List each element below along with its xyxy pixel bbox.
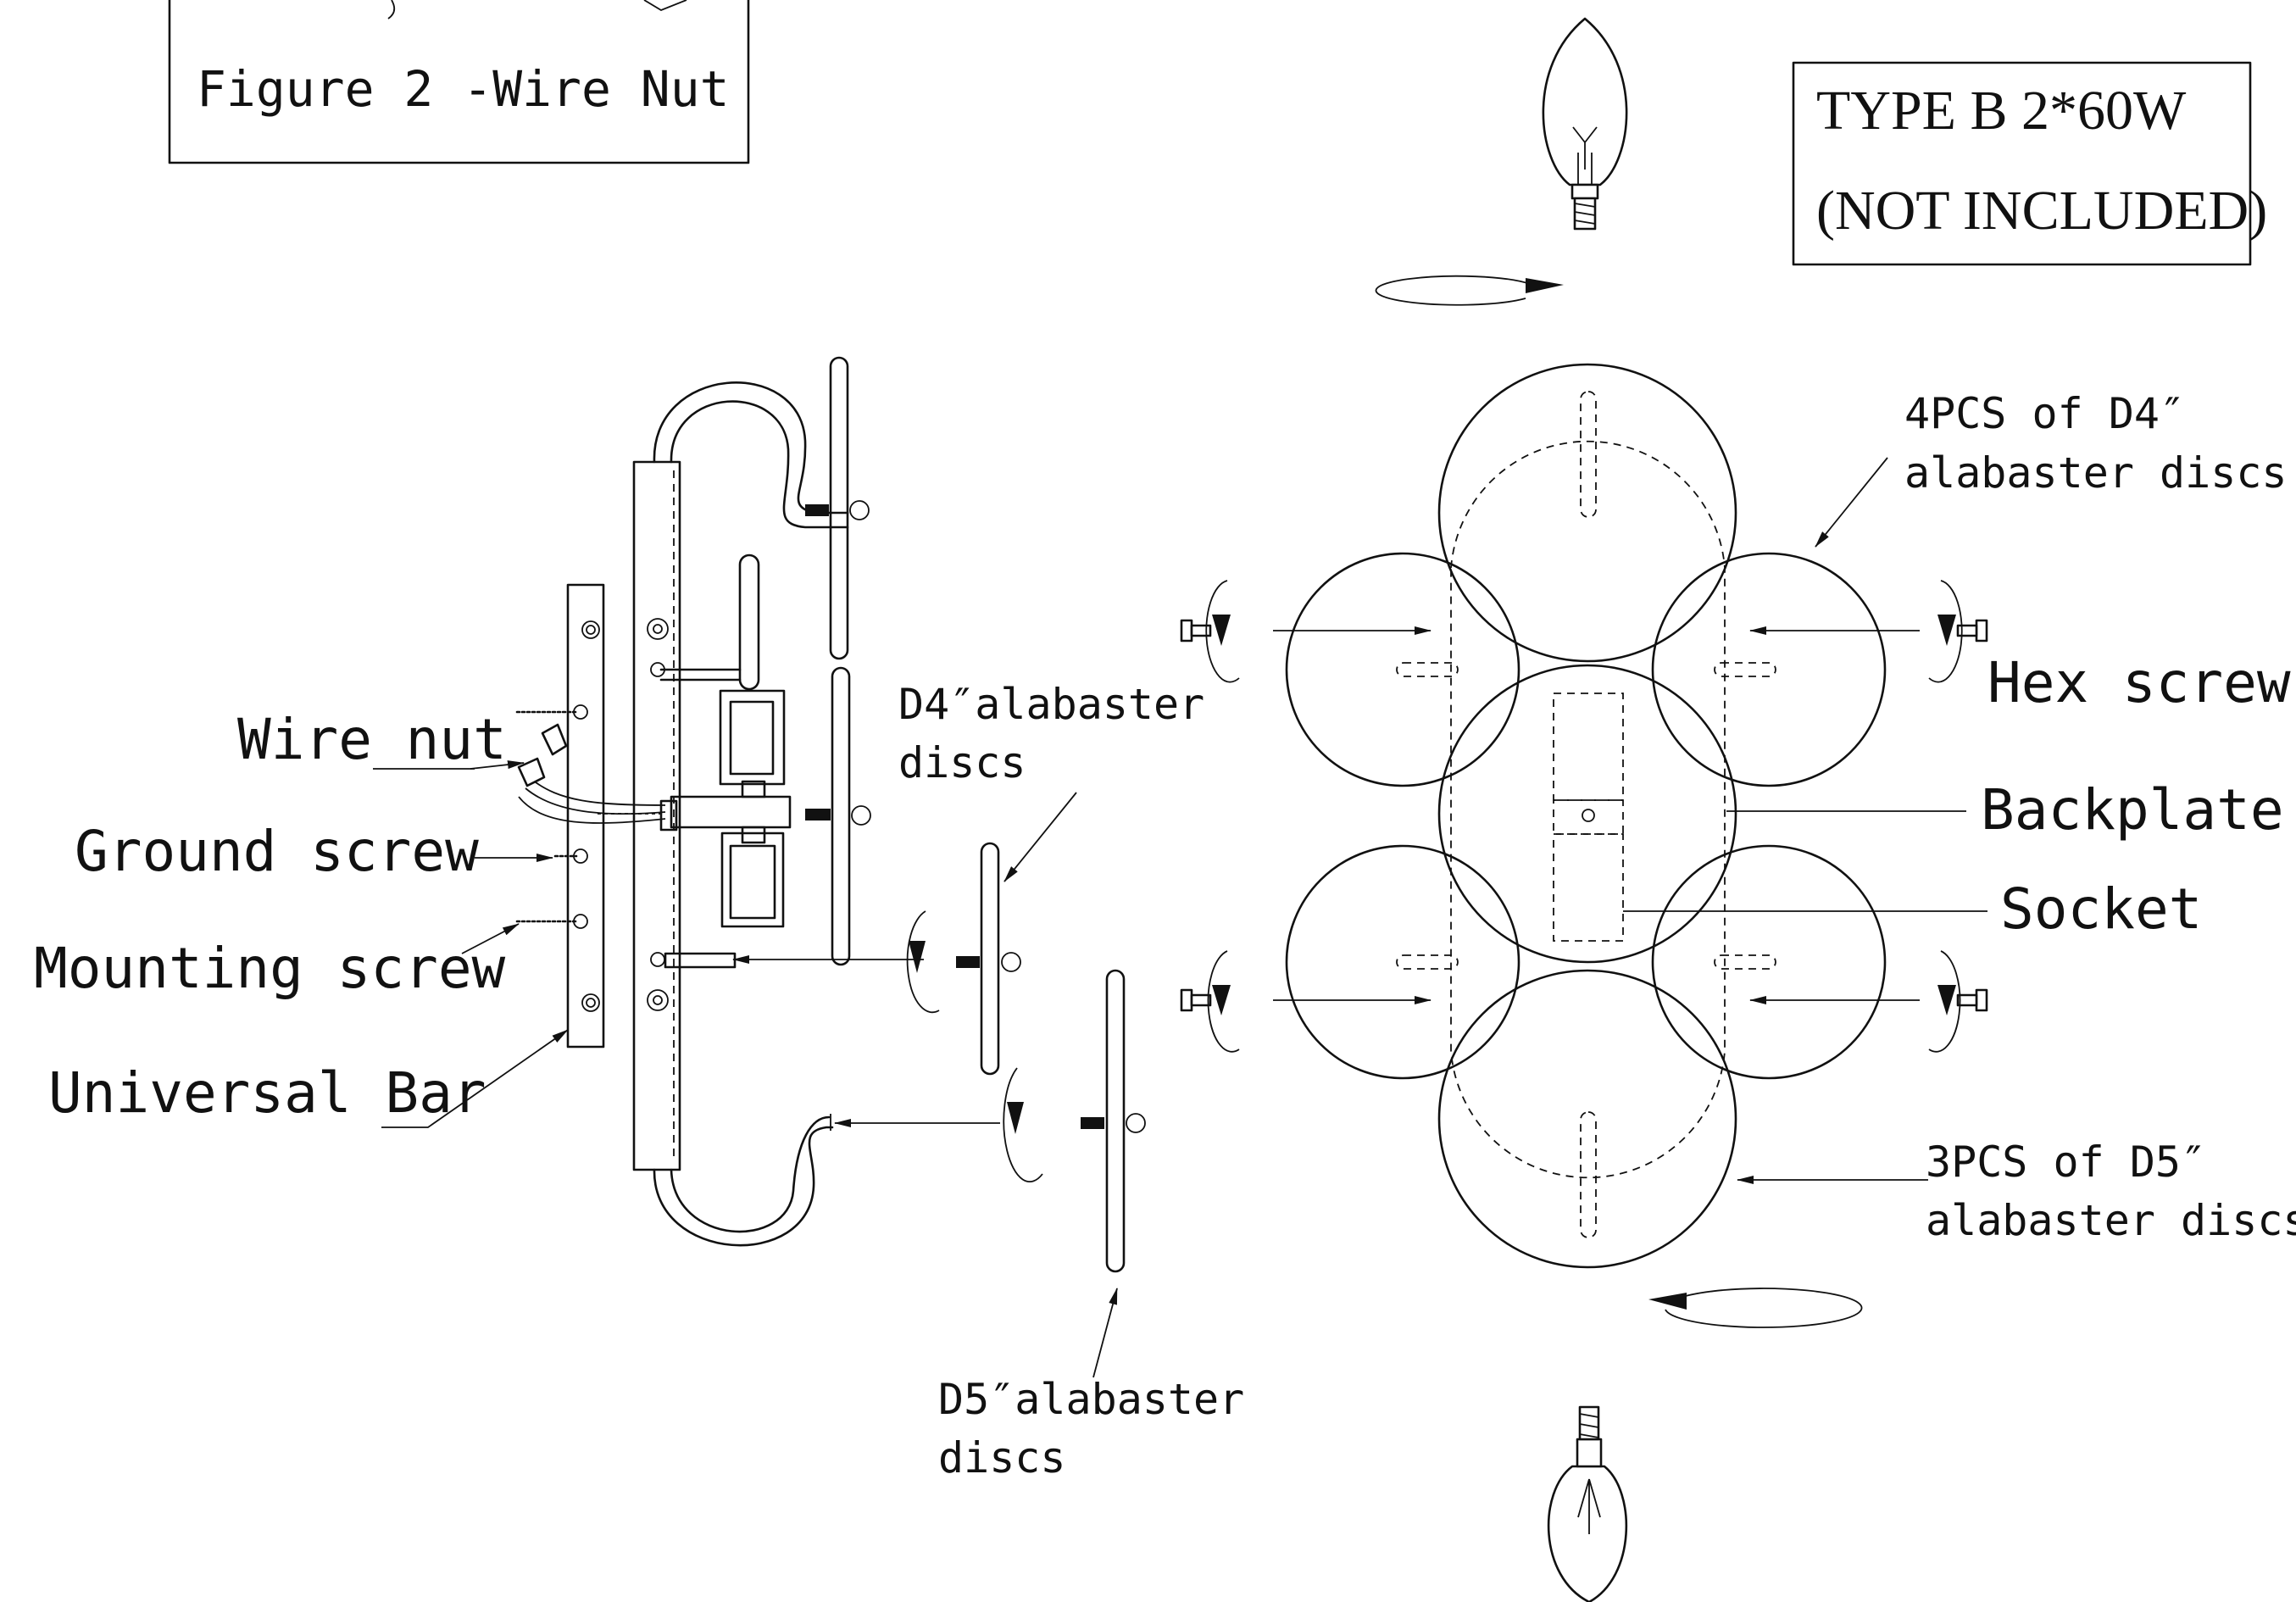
top-rotation-arrow-icon	[1375, 275, 1564, 306]
d4-side-label-line2: discs	[898, 738, 1026, 787]
mounting-screw-label: Mounting screw	[34, 936, 506, 1001]
hex-screw-label: Hex screw	[1987, 650, 2291, 715]
d5-side-label-line2: discs	[938, 1433, 1066, 1482]
bulb-type-box: TYPE B 2*60W (NOT INCLUDED)	[1792, 61, 2267, 266]
front-disc-upper-left	[1285, 552, 1520, 787]
d4-disc-side	[664, 842, 1021, 1076]
front-disc-lower-left	[1285, 844, 1520, 1080]
wire-nut-sketch-icon	[387, 0, 396, 19]
three-pcs-label-line2: alabaster discs	[1926, 1196, 2296, 1245]
hex-screw-upper-left-icon	[1180, 580, 1432, 683]
mounting-screw-leader	[461, 923, 520, 954]
bottom-rotation-arrow-icon	[1648, 1288, 1863, 1328]
front-disc-bottom	[1437, 969, 1737, 1269]
bar-screws	[515, 704, 588, 929]
four-pcs-label-line1: 4PCS of D4″	[1904, 389, 2185, 438]
backplate-label: Backplate	[1981, 777, 2284, 843]
wire-nut-leader	[470, 760, 525, 770]
ground-screw-label: Ground screw	[75, 819, 479, 884]
three-pcs-label-line1: 3PCS of D5″	[1926, 1138, 2206, 1187]
d5-disc-side	[834, 969, 1146, 1273]
upper-disc-side	[805, 356, 870, 660]
wire-nut-label: Wire nut	[237, 707, 507, 772]
bulb-type-line2: (NOT INCLUDED)	[1816, 180, 2267, 242]
wire-nut-sketch-icon-2	[643, 0, 687, 12]
d5-side-leader	[1092, 1288, 1118, 1378]
front-socket-lower	[1553, 833, 1624, 942]
bulb-type-frame	[1792, 61, 2252, 266]
universal-bar-leader	[381, 1029, 569, 1128]
front-backplate-outline	[1450, 440, 1726, 1179]
bottom-bulb-icon	[1547, 1405, 1628, 1602]
front-disc-lower-right	[1651, 844, 1887, 1080]
figure-2-frame	[168, 0, 750, 164]
front-disc-upper-right	[1651, 552, 1887, 787]
figure-2-box: Figure 2 -Wire Nut	[168, 0, 750, 164]
hex-screw-lower-left-icon	[1180, 950, 1432, 1053]
universal-bar-label: Universal Bar	[48, 1060, 486, 1126]
wires	[517, 723, 678, 832]
front-view	[1285, 363, 1887, 1269]
lower-arm	[653, 1114, 834, 1247]
upper-arm	[653, 381, 849, 529]
wire-nut-small-icon-2	[517, 757, 546, 787]
hex-screw-upper-right-icon	[1749, 580, 1988, 683]
sockets-side	[659, 553, 871, 966]
d4-side-leader	[1003, 792, 1077, 882]
wire-nut-small-icon	[541, 723, 568, 756]
figure-2-caption: Figure 2 -Wire Nut	[197, 60, 730, 118]
front-socket-upper	[1553, 693, 1624, 801]
top-bulb-icon	[1542, 17, 1628, 231]
side-backplate	[632, 460, 681, 1171]
socket-label: Socket	[2000, 876, 2202, 942]
four-pcs-label-line2: alabaster discs	[1904, 448, 2288, 498]
universal-bar	[566, 583, 605, 1049]
front-disc-center	[1437, 664, 1737, 964]
d4-side-label-line1: D4″alabaster	[898, 680, 1204, 729]
d5-side-label-line1: D5″alabaster	[938, 1375, 1244, 1424]
bulb-type-line1: TYPE B 2*60W	[1816, 80, 2187, 142]
hex-screw-lower-right-icon	[1749, 950, 1988, 1053]
front-disc-top	[1437, 363, 1737, 663]
four-pcs-leader	[1815, 457, 1888, 548]
